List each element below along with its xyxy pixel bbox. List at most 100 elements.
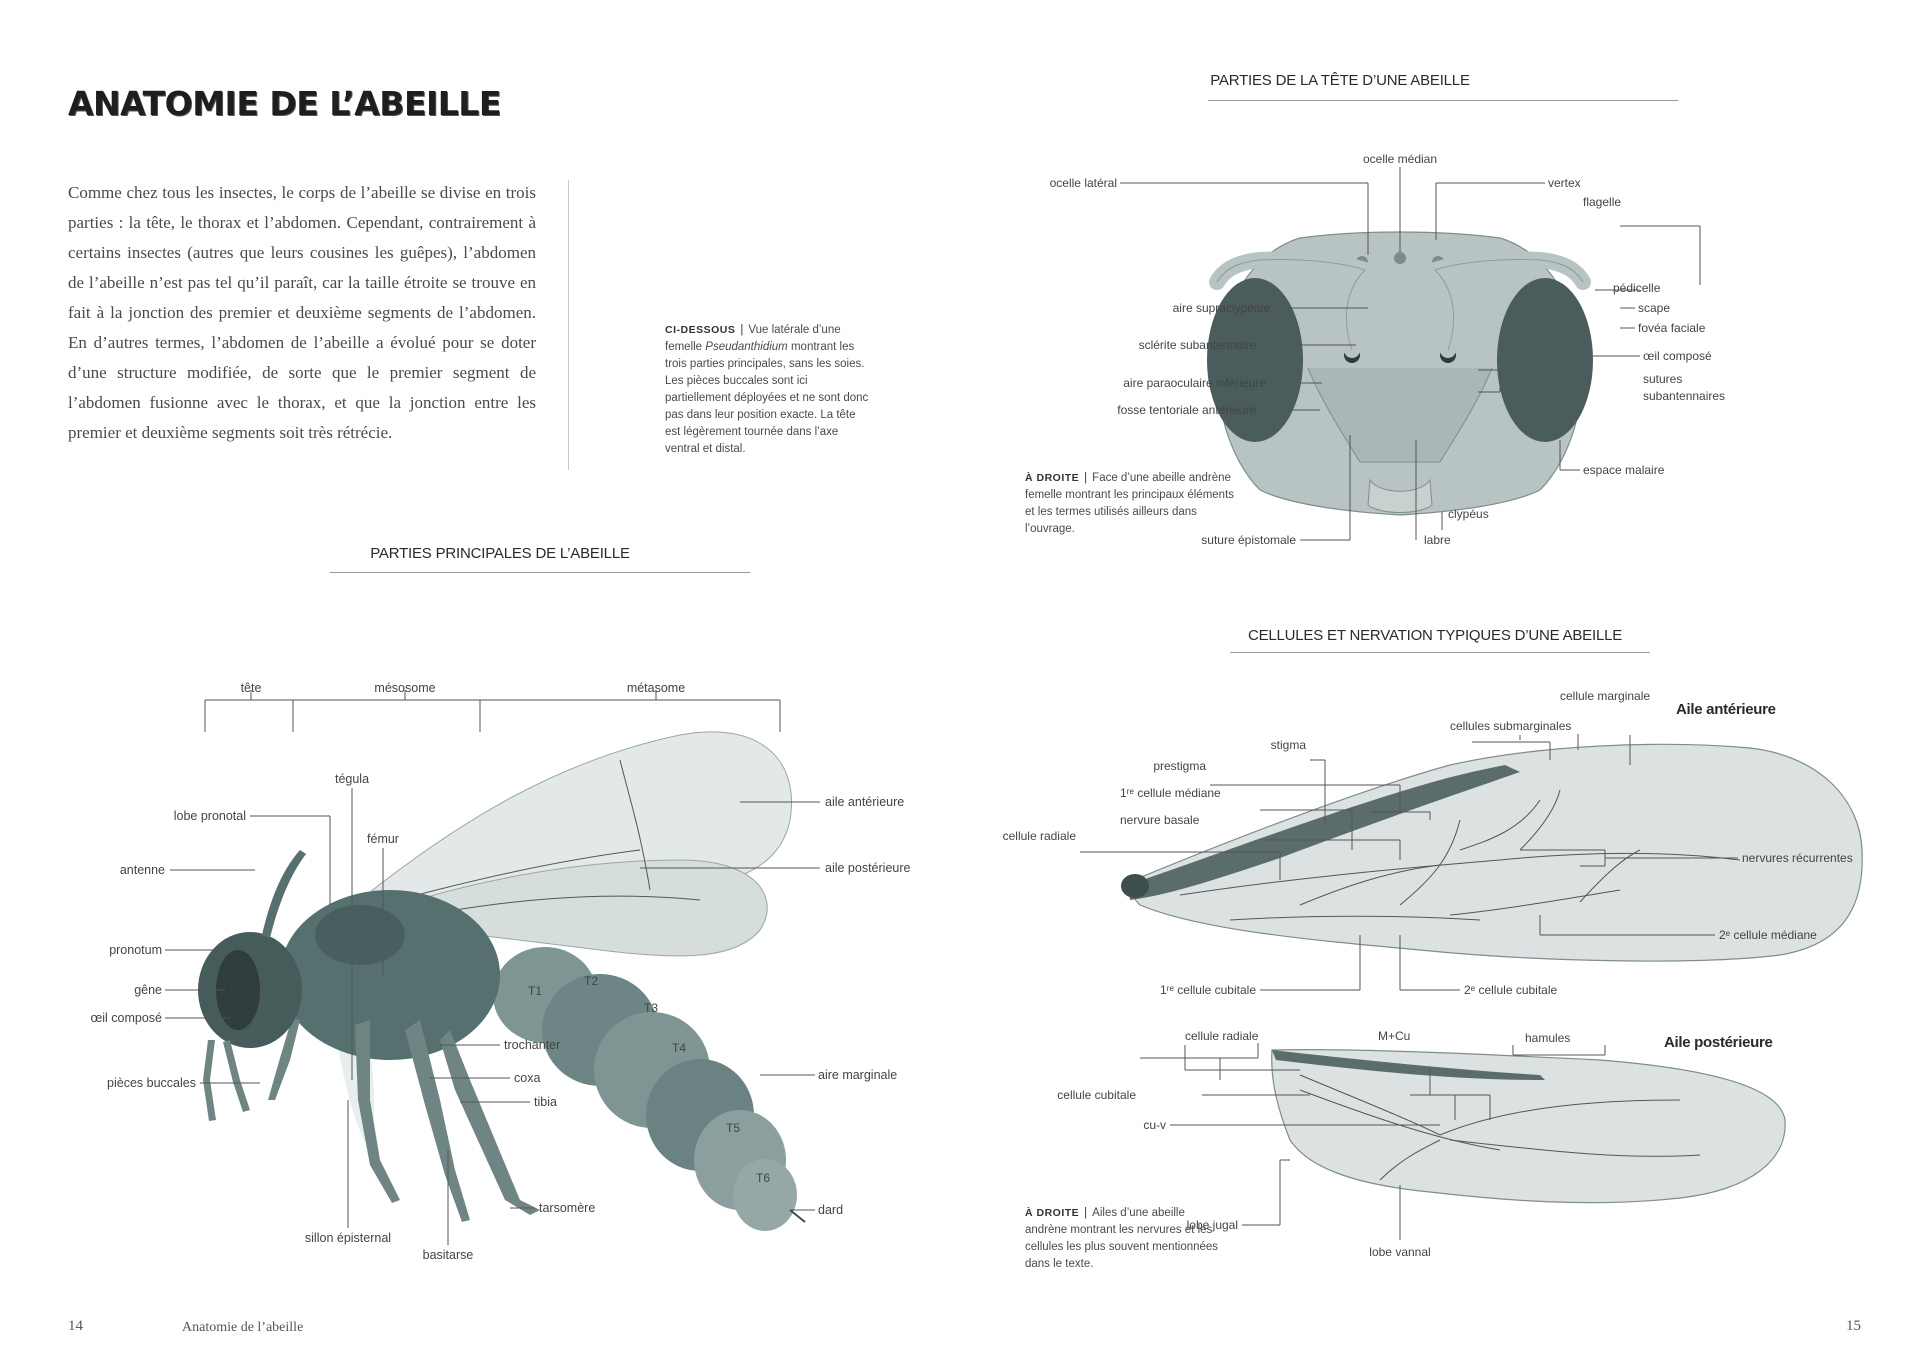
label-prestigma: prestigma [1153,759,1206,773]
label-cellule-radiale-hind: cellule radiale [1185,1029,1259,1043]
label-clypeus: clypéus [1448,507,1489,521]
label-nervure-basale: nervure basale [1120,813,1200,827]
wings-title: CELLULES ET NERVATION TYPIQUES D’UNE ABE… [1247,627,1623,644]
label-nervures-recurrentes: nervures récurrentes [1742,851,1853,865]
label-pieces-buccales: pièces buccales [107,1076,196,1090]
hind-wing [1271,1049,1786,1204]
bee-lateral-diagram: tête mésosome métasome T1 T2 T3 T4 T5 T6 [90,681,911,1262]
main-parts-title: PARTIES PRINCIPALES DE L’ABEILLE [370,545,630,562]
label-aile-posterieure: aile postérieure [825,861,911,875]
label-cellule-cubitale-hind: cellule cubitale [1057,1088,1136,1102]
label-suture-epistomale: suture épistomale [1201,533,1296,547]
label-sclerite: sclérite subantennaire [1139,338,1257,352]
folio-left: 14 [68,1318,83,1334]
label-hamules: hamules [1525,1031,1570,1045]
caption-genus: Pseudanthidium [705,341,788,353]
label-tegula: tégula [335,772,369,786]
page-title: ANATOMIE DE L’ABEILLE [68,84,501,123]
label-pronotum: pronotum [109,943,162,957]
label-aire-marginale: aire marginale [818,1068,897,1082]
label-ocelle-lateral: ocelle latéral [1050,176,1117,190]
head-leaders [1120,167,1701,541]
legs [268,1018,540,1222]
label-pedicelle: pédicelle [1613,281,1661,295]
label-fovea: fovéa faciale [1638,321,1706,335]
running-head: Anatomie de l’abeille [182,1320,304,1335]
fore-wing-name: Aile antérieure [1676,701,1776,718]
left-eye [1207,278,1303,442]
label-cellule-mediane-1: 1ʳᵉ cellule médiane [1120,786,1221,800]
region-bracket [204,690,781,732]
label-lobe-pronotal: lobe pronotal [174,809,246,823]
fore-wing-leaders [1080,734,1738,991]
wing-caption-head: À DROITE [1025,1207,1080,1219]
wing-caption: À DROITE|Ailes d’une abeille andrène mon… [1025,1207,1219,1270]
right-eye [1497,278,1593,442]
region-mesosome: mésosome [374,681,435,695]
label-basitarse: basitarse [423,1248,474,1262]
label-dard: dard [818,1203,843,1217]
label-scape: scape [1638,301,1670,315]
label-cu-v: cu-v [1143,1118,1166,1132]
label-labre: labre [1424,533,1451,547]
label-stigma: stigma [1271,738,1307,752]
label-antenne: antenne [120,863,165,877]
segment-t4: T4 [672,1041,686,1055]
abdomen [493,947,797,1231]
label-fosse-tentoriale: fosse tentoriale antérieure [1117,403,1256,417]
label-aire-paraoculaire: aire paraoculaire inférieure [1123,376,1266,390]
label-lobe-jugal: lobe jugal [1187,1218,1238,1232]
label-cellules-submarginales: cellules submarginales [1450,719,1571,733]
label-cellule-cubitale-2: 2ᵉ cellule cubitale [1464,983,1558,997]
region-metasome: métasome [627,681,685,695]
label-vertex: vertex [1548,176,1581,190]
segment-t3: T3 [644,1001,658,1015]
label-ocelle-median: ocelle médian [1363,152,1437,166]
leader-lines [165,788,820,1245]
label-tarsomere: tarsomère [539,1201,595,1215]
head-caption-head: À DROITE [1025,472,1080,484]
wings-diagram: cellule marginale cellules submarginales… [1003,689,1863,1259]
stigma-vein [1128,765,1520,900]
label-gene: gêne [134,983,162,997]
label-aile-anterieure: aile antérieure [825,795,904,809]
label-cellule-cubitale-1: 1ʳᵉ cellule cubitale [1160,983,1256,997]
label-oeil-compose: œil composé [90,1011,162,1025]
bee-face-diagram: ocelle médian ocelle latéral vertex flag… [1050,152,1725,547]
intro-paragraph: Comme chez tous les insectes, le corps d… [68,183,536,442]
label-femur: fémur [367,832,399,846]
label-cellule-mediane-2: 2ᵉ cellule médiane [1719,928,1817,942]
head-caption-text: Face d’une abeille andrène femelle montr… [1025,472,1235,535]
caption-text-2: montrant les trois parties principales, … [665,341,869,455]
caption-text-1: Vue latérale d’une femelle [665,324,841,353]
label-flagelle: flagelle [1583,195,1621,209]
label-tibia: tibia [534,1095,557,1109]
label-coxa: coxa [514,1071,540,1085]
caption-head: CI-DESSOUS [665,324,736,336]
label-cellule-radiale: cellule radiale [1003,829,1077,843]
head-parts-title: PARTIES DE LA TÊTE D’UNE ABEILLE [1210,72,1470,89]
label-cellule-marginale: cellule marginale [1560,689,1650,703]
wing-caption-text: Ailes d’une abeille andrène montrant les… [1025,1207,1219,1270]
segment-t6: T6 [756,1171,770,1185]
hind-wing-name: Aile postérieure [1664,1034,1773,1051]
column-divider [568,180,569,470]
right-page: PARTIES DE LA TÊTE D’UNE ABEILLE [980,0,1905,1361]
wings-rule [1230,652,1650,653]
label-subantennaires: subantennaires [1643,389,1725,403]
label-espace-malaire: espace malaire [1583,463,1665,477]
folio-right: 15 [1846,1318,1861,1334]
label-trochanter: trochanter [504,1038,560,1052]
label-sutures: sutures [1643,372,1682,386]
label-sillon-episternal: sillon épisternal [305,1231,391,1245]
label-aire-supraclypeale: aire supraclypéale [1173,301,1271,315]
region-head: tête [241,681,262,695]
main-parts-rule [330,572,750,573]
head-caption: À DROITE|Face d’une abeille andrène feme… [1025,472,1235,535]
segment-t1: T1 [528,984,542,998]
label-lobe-vannal: lobe vannal [1369,1245,1430,1259]
hind-wing-leaders [1140,1043,1606,1240]
fore-wing [1120,743,1863,962]
segment-t5: T5 [726,1121,740,1135]
label-m-cu: M+Cu [1378,1029,1410,1043]
